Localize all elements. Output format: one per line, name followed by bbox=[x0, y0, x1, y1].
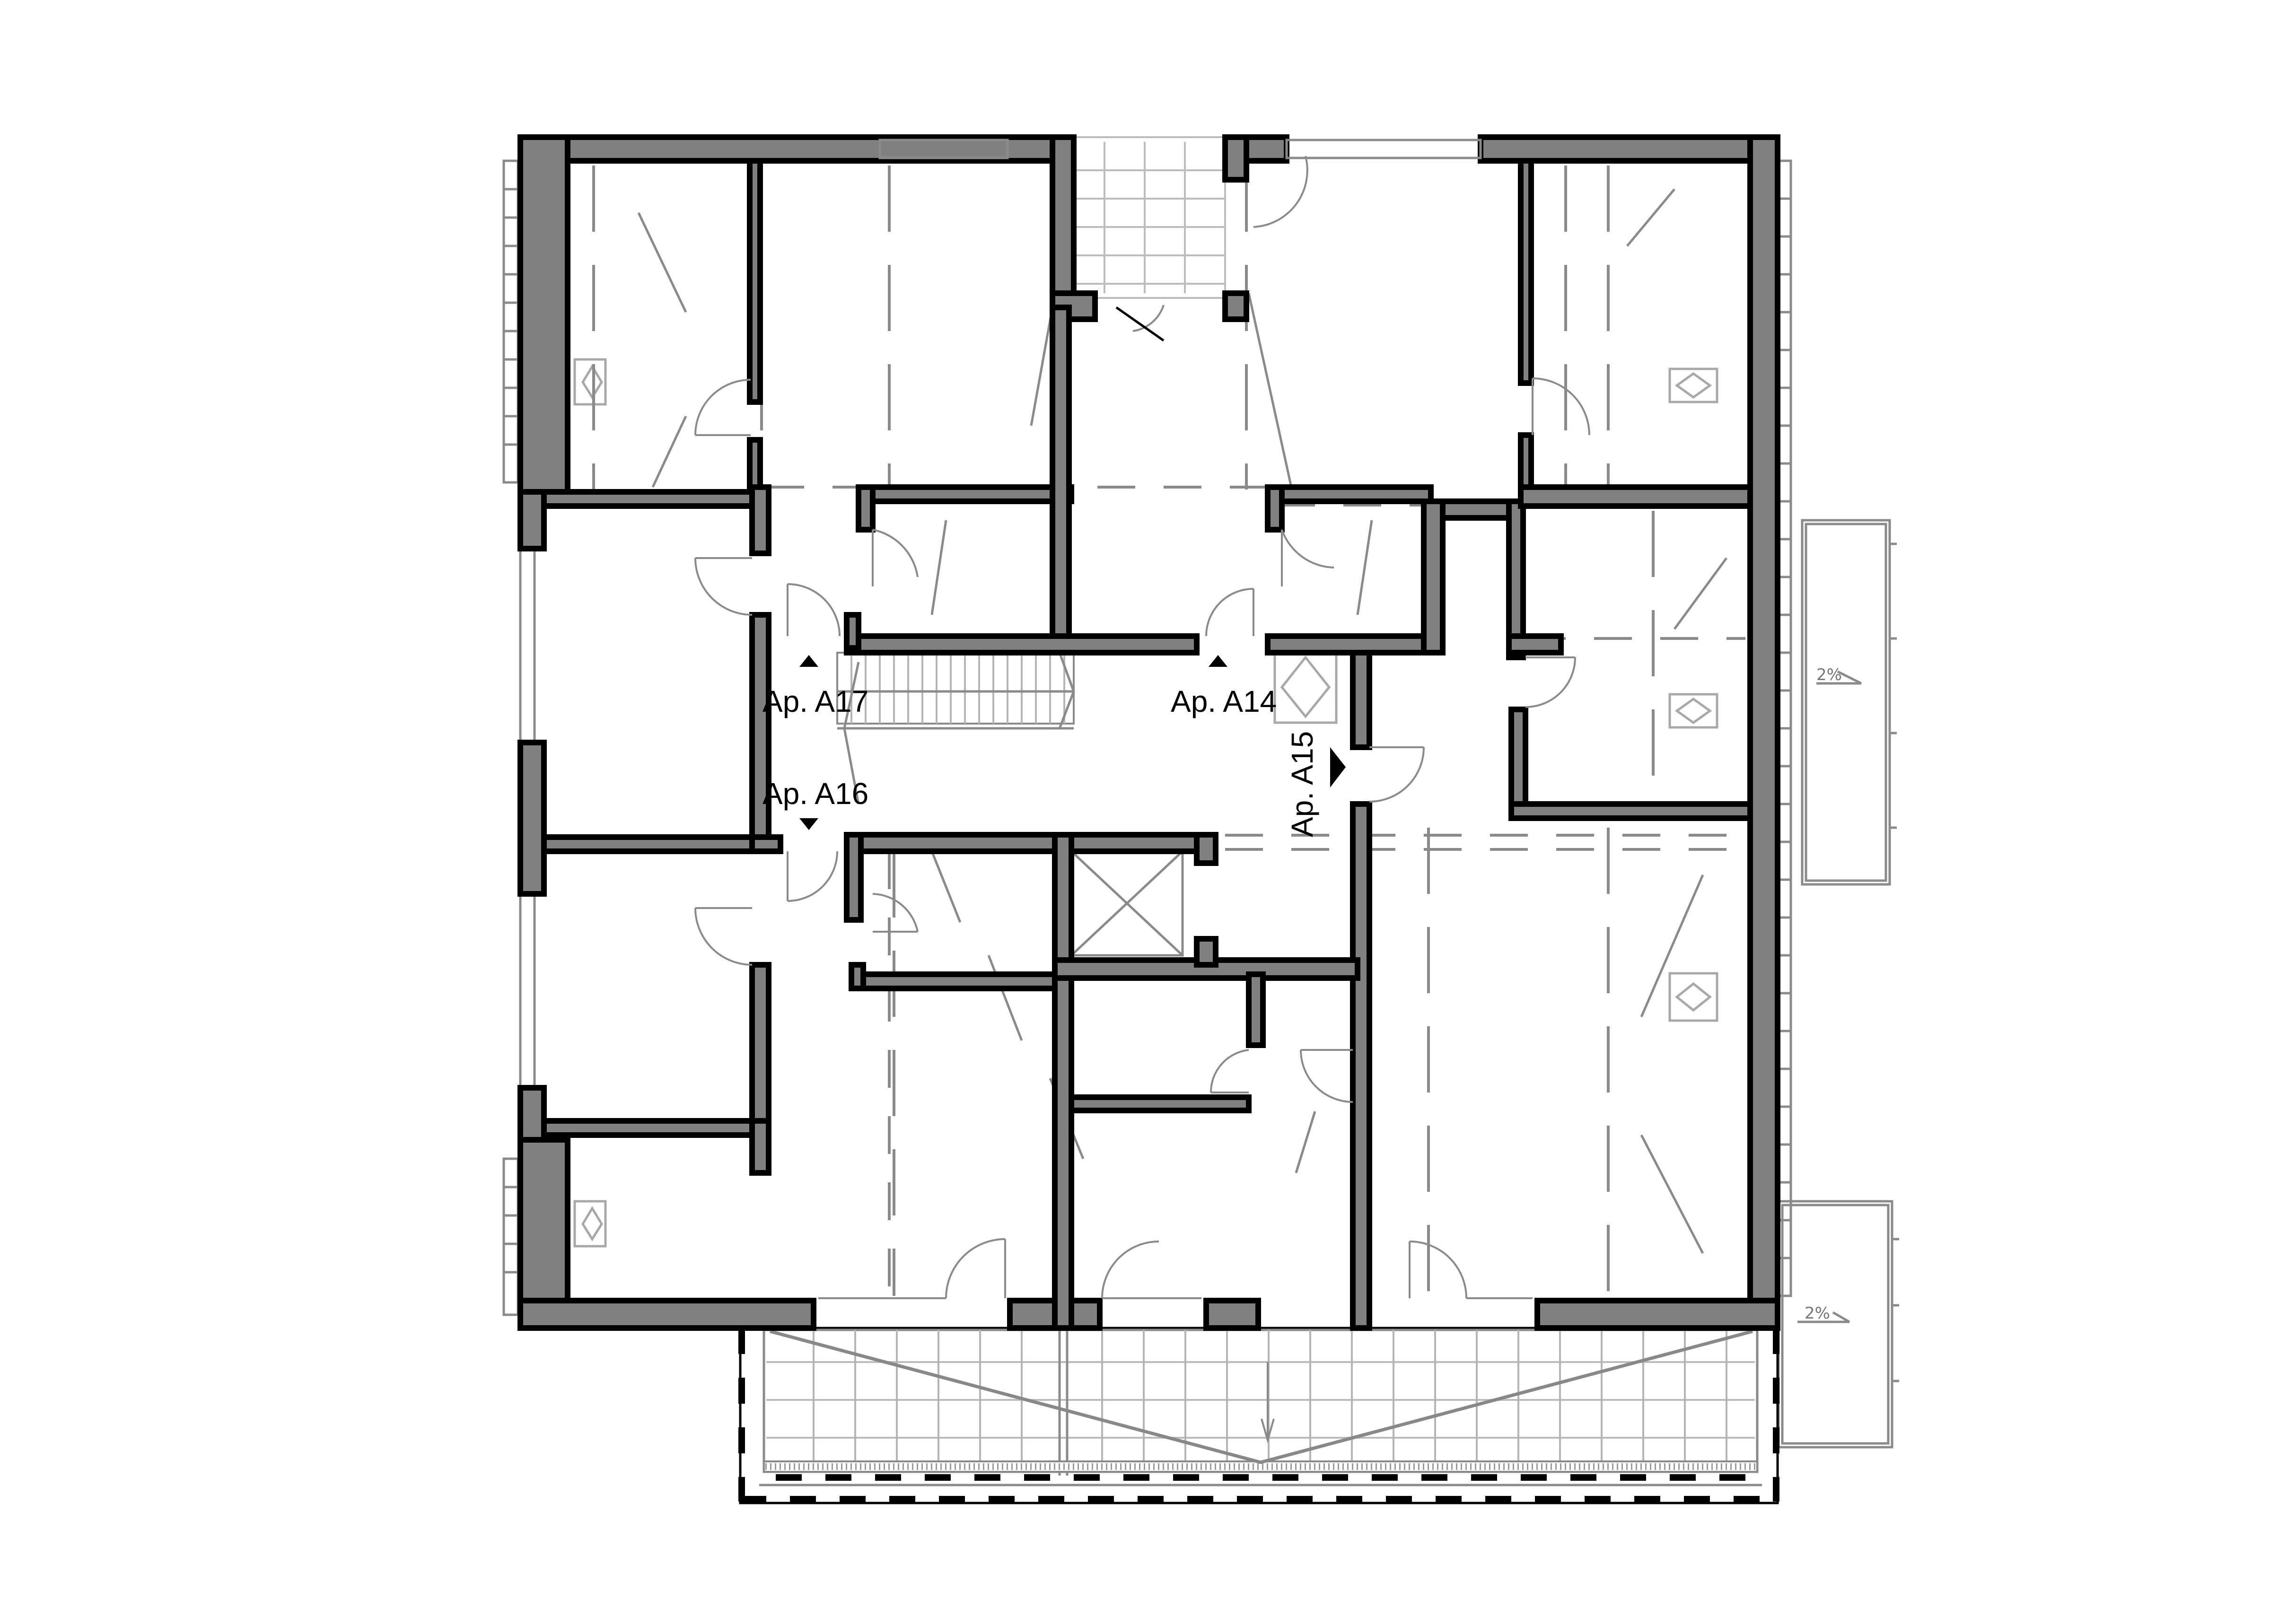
label-ap-a17: Ap. A17 bbox=[762, 684, 868, 718]
doors bbox=[694, 156, 1590, 1299]
roof-window-nw bbox=[573, 358, 607, 406]
apartment-labels: Ap. A17 Ap. A14 Ap. A16 Ap. A15 bbox=[762, 655, 1346, 837]
left-window-frames bbox=[502, 159, 536, 1316]
door-left-lower bbox=[694, 907, 753, 966]
roof-window-e bbox=[1668, 693, 1718, 729]
arrow-up-icon bbox=[1209, 655, 1227, 667]
door-terrace-left bbox=[818, 1238, 1006, 1299]
door-north-stair bbox=[1115, 305, 1165, 342]
door-right-mid bbox=[1525, 656, 1576, 708]
label-ap-a16: Ap. A16 bbox=[762, 777, 868, 811]
door-center-lower bbox=[1300, 1049, 1353, 1103]
door-bath-left-lower bbox=[872, 893, 919, 933]
roof-window-fixtures bbox=[573, 358, 1718, 1248]
door-north-right bbox=[1253, 156, 1308, 228]
slope-label-upper: 2% bbox=[1816, 665, 1842, 684]
roof-window-sw bbox=[573, 1200, 607, 1248]
arrow-right-icon bbox=[1330, 747, 1346, 787]
door-A16 bbox=[787, 851, 838, 902]
roof-window-corridor bbox=[1273, 650, 1338, 724]
arrow-up-icon bbox=[799, 655, 818, 667]
door-A14 bbox=[1205, 588, 1254, 637]
north-loggia bbox=[1073, 136, 1226, 299]
slope-label-lower: 2% bbox=[1805, 1304, 1830, 1323]
door-A17 bbox=[787, 583, 841, 637]
east-balcony-upper: 2% bbox=[1801, 519, 1897, 886]
door-terrace-mid bbox=[1101, 1241, 1201, 1299]
door-bath-center-lower bbox=[1209, 1049, 1249, 1093]
stairwell bbox=[836, 652, 1075, 804]
door-A15 bbox=[1369, 746, 1425, 803]
roof-window-se bbox=[1668, 972, 1718, 1022]
roof-window-ne bbox=[1668, 367, 1718, 403]
label-ap-a14: Ap. A14 bbox=[1171, 684, 1277, 718]
east-balcony-lower: 2% bbox=[1777, 1200, 1899, 1449]
door-right-upper bbox=[1532, 377, 1590, 436]
door-left-upper bbox=[694, 557, 753, 616]
south-terrace bbox=[738, 1327, 1779, 1504]
ceiling-guide-lines bbox=[592, 166, 1745, 1296]
door-central-upper bbox=[1281, 529, 1334, 586]
door-nw-room bbox=[694, 379, 751, 436]
arrow-down-icon bbox=[799, 818, 818, 830]
walls bbox=[517, 134, 1780, 1331]
door-terrace-right bbox=[1409, 1241, 1533, 1299]
door-bath-left-upper bbox=[872, 529, 919, 586]
elevator-shaft bbox=[1070, 850, 1184, 957]
label-ap-a15: Ap. A15 bbox=[1285, 731, 1319, 837]
